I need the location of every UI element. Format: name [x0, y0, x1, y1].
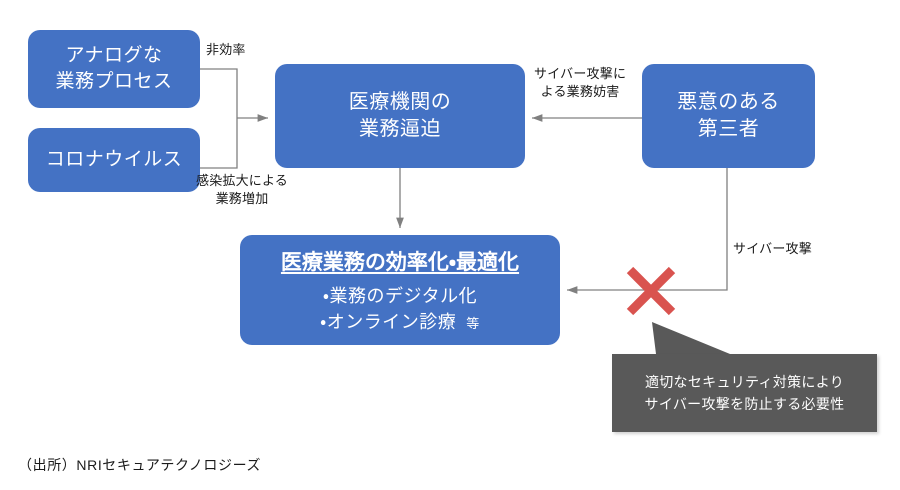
node-coronavirus-line-1: コロナウイルス [45, 149, 183, 171]
node-malicious-third-party[interactable]: 悪意のある 第三者 [642, 64, 815, 168]
security-callout-line-1: 適切なセキュリティ対策により [644, 373, 845, 390]
node-goal-etc: 等 [466, 316, 480, 332]
edge-label-business-disruption-line-1: サイバー攻撃に [534, 66, 627, 81]
edge-analog-to-pressure [200, 68, 238, 118]
node-goal-bullet-1: ・業務のデジタル化 [322, 286, 478, 307]
edge-label-business-disruption: サイバー攻撃に よる業務妨害 [534, 65, 626, 100]
node-goal-title: 医療業務の効率化・最適化 [280, 251, 520, 274]
node-medical-pressure-line-1: 医療機関の [348, 91, 452, 113]
edge-corona-to-pressure [200, 118, 238, 169]
node-coronavirus[interactable]: コロナウイルス [28, 128, 200, 192]
edge-label-infection-line-2: 業務増加 [215, 190, 269, 206]
red-cross-icon [626, 266, 676, 316]
edge-label-business-disruption-line-2: よる業務妨害 [540, 83, 620, 99]
node-medical-pressure-line-2: 業務逼迫 [359, 118, 441, 140]
node-analog-process[interactable]: アナログな 業務プロセス [28, 30, 200, 108]
edge-label-inefficiency: 非効率 [206, 42, 246, 57]
node-analog-process-line-1: アナログな [65, 45, 163, 67]
node-malicious-third-party-line-1: 悪意のある [677, 91, 780, 113]
source-note: （出所）NRIセキュアテクノロジーズ [18, 457, 262, 473]
callout-tail-icon [650, 322, 772, 358]
security-callout: 適切なセキュリティ対策により サイバー攻撃を防止する必要性 [612, 354, 877, 432]
edge-label-cyber-attack: サイバー攻撃 [733, 241, 812, 256]
security-callout-line-2: サイバー攻撃を防止する必要性 [644, 396, 845, 412]
node-goal-bullet-2-wrapper: ・オンライン診療等 [320, 309, 480, 335]
node-medical-pressure[interactable]: 医療機関の 業務逼迫 [275, 64, 525, 168]
node-goal[interactable]: 医療業務の効率化・最適化 ・業務のデジタル化 ・オンライン診療等 [240, 235, 560, 345]
edge-label-infection-line-1: 感染拡大による [196, 173, 289, 188]
node-analog-process-line-2: 業務プロセス [55, 71, 173, 92]
node-goal-bullet-2: ・オンライン診療 [320, 312, 457, 333]
edge-label-infection: 感染拡大による 業務増加 [196, 172, 288, 207]
node-malicious-third-party-line-2: 第三者 [697, 118, 760, 140]
